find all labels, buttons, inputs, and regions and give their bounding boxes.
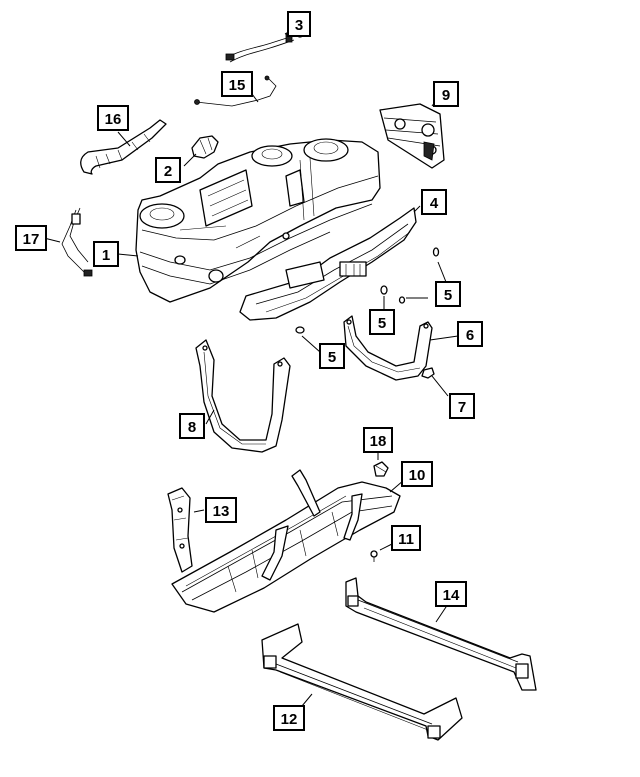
callout-4: 4 [421, 189, 447, 215]
part-11-bolt [370, 550, 378, 562]
part-6-tank-strap [343, 315, 433, 381]
callout-2: 2 [155, 157, 181, 183]
callout-5-left: 5 [319, 343, 345, 369]
callout-3-label: 3 [295, 17, 303, 34]
callout-5-center: 5 [369, 309, 395, 335]
callout-18: 18 [363, 427, 393, 453]
callout-8-label: 8 [188, 419, 196, 436]
callout-5-left-label: 5 [328, 349, 336, 366]
callout-5-right: 5 [435, 281, 461, 307]
callout-13-label: 13 [213, 503, 230, 520]
callout-5-right-label: 5 [444, 287, 452, 304]
part-17-fuel-line [61, 207, 93, 277]
callout-12: 12 [273, 705, 305, 731]
callout-6-label: 6 [466, 327, 474, 344]
callout-1: 1 [93, 241, 119, 267]
callout-16: 16 [97, 105, 129, 131]
part-12-crossmember [261, 623, 463, 741]
callout-10: 10 [401, 461, 433, 487]
part-13-bracket [167, 487, 193, 573]
callout-9: 9 [433, 81, 459, 107]
callout-11: 11 [391, 525, 421, 551]
callout-17-label: 17 [23, 231, 40, 248]
callout-12-label: 12 [281, 711, 298, 728]
callout-6: 6 [457, 321, 483, 347]
callout-2-label: 2 [164, 163, 172, 180]
part-1-fuel-tank [135, 138, 381, 303]
part-9-heat-shield [379, 103, 445, 169]
callout-14: 14 [435, 581, 467, 607]
part-14-crossmember [345, 577, 537, 691]
part-4-skid-plate [239, 207, 417, 321]
callout-17: 17 [15, 225, 47, 251]
callout-1-label: 1 [102, 247, 110, 264]
callout-8: 8 [179, 413, 205, 439]
callout-10-label: 10 [409, 467, 426, 484]
part-10-skid-plate [171, 469, 401, 613]
callout-16-label: 16 [105, 111, 122, 128]
callout-7: 7 [449, 393, 475, 419]
part-2-clip [191, 135, 219, 159]
callout-11-label: 11 [398, 531, 414, 548]
callout-13: 13 [205, 497, 237, 523]
callout-15-label: 15 [229, 77, 246, 94]
part-15-vent-line [194, 75, 277, 107]
callout-3: 3 [287, 11, 311, 37]
callout-14-label: 14 [443, 587, 460, 604]
callout-4-label: 4 [430, 195, 439, 212]
callout-5-center-label: 5 [378, 315, 386, 332]
callout-7-label: 7 [458, 399, 466, 416]
part-7-nut [421, 367, 435, 379]
part-16-filler-hose [80, 119, 167, 175]
part-18-clip [373, 461, 389, 477]
callout-18-label: 18 [370, 433, 387, 450]
callout-15: 15 [221, 71, 253, 97]
part-8-tank-strap [195, 339, 291, 453]
part-5-fasteners [295, 247, 440, 334]
callout-9-label: 9 [442, 87, 450, 104]
